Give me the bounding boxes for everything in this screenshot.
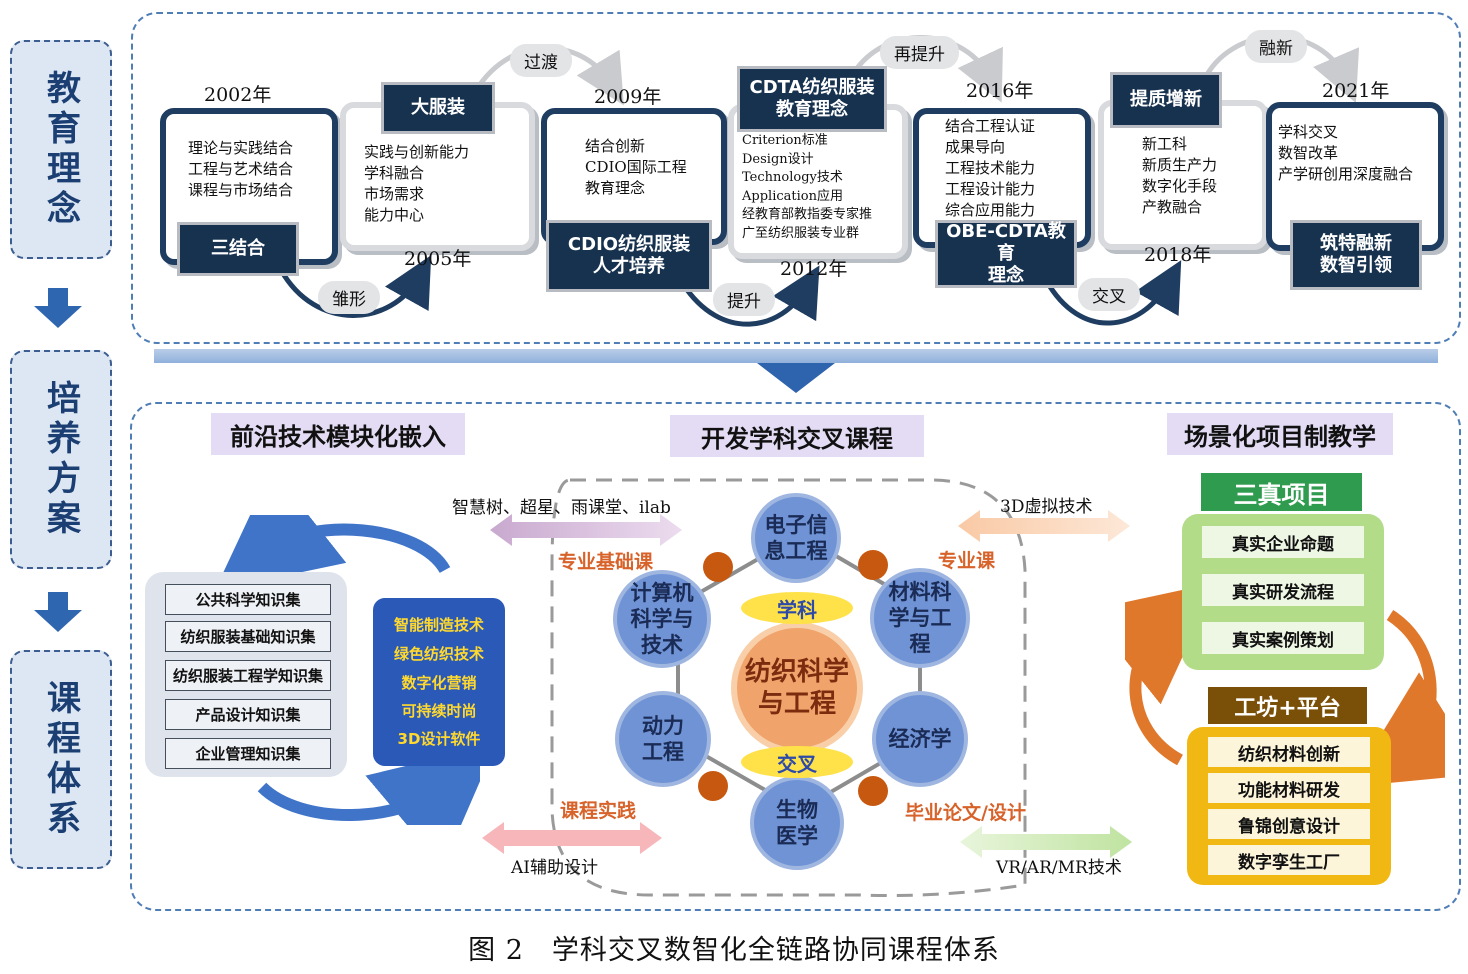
year-2018: 2018年 bbox=[1144, 244, 1212, 266]
project-item: 真实企业命题 bbox=[1202, 526, 1364, 558]
timeline-label-dafuzhuang: 大服装 bbox=[381, 82, 495, 134]
year-2021: 2021年 bbox=[1322, 80, 1390, 102]
connector-dot bbox=[858, 550, 888, 580]
course-type-thesis: 毕业论文/设计 bbox=[905, 802, 1026, 824]
arc-label-guodu: 过渡 bbox=[510, 44, 572, 77]
timeline-label-obe: OBE-CDTA教育理念 bbox=[935, 220, 1077, 288]
cross-course-frame bbox=[482, 478, 1132, 898]
tech-module-box: 智能制造技术 绿色纺织技术 数字化营销 可持续时尚 3D设计软件 bbox=[373, 598, 505, 766]
timeline-label-sanjiehe: 三结合 bbox=[177, 222, 299, 276]
tag-cross: 交叉 bbox=[741, 746, 853, 778]
timeline-label-tizhi: 提质增新 bbox=[1110, 72, 1222, 128]
workshop-title: 工坊+平台 bbox=[1208, 687, 1367, 724]
arc-label-jiaocha: 交叉 bbox=[1078, 278, 1140, 311]
arc-label-chuxing: 雏形 bbox=[318, 281, 380, 314]
discipline-computer: 计算机科学与技术 bbox=[613, 570, 711, 668]
knowledge-item: 产品设计知识集 bbox=[165, 699, 331, 730]
section-title-frontier: 前沿技术模块化嵌入 bbox=[211, 413, 465, 455]
tool-platforms: 智慧树、超星、雨课堂、ilab bbox=[452, 498, 671, 518]
project-item: 真实研发流程 bbox=[1202, 574, 1364, 606]
project-item: 真实案例策划 bbox=[1202, 622, 1364, 654]
project-cycle-arrows bbox=[1125, 590, 1445, 787]
workshop-item: 纺织材料创新 bbox=[1208, 737, 1370, 767]
connector-dot bbox=[703, 552, 733, 582]
workshop-item: 数字孪生工厂 bbox=[1208, 845, 1370, 875]
tech-module: 3D设计软件 bbox=[397, 730, 481, 748]
connector-dot bbox=[698, 771, 728, 801]
tool-ai-design: AI辅助设计 bbox=[511, 858, 598, 878]
tag-discipline: 学科 bbox=[741, 592, 853, 624]
workshop-box: 纺织材料创新 功能材料研发 鲁锦创意设计 数字孪生工厂 bbox=[1187, 727, 1391, 885]
year-2002: 2002年 bbox=[204, 84, 272, 106]
discipline-biomedicine: 生物医学 bbox=[750, 776, 844, 870]
tech-module: 绿色纺织技术 bbox=[393, 645, 484, 663]
cycle-arrows bbox=[214, 515, 480, 825]
arc-label-tisheng: 提升 bbox=[713, 283, 775, 316]
discipline-materials: 材料科学与工程 bbox=[870, 568, 970, 668]
figure-caption: 图 2 学科交叉数智化全链路协同课程体系 bbox=[468, 935, 1000, 966]
down-arrow-icon bbox=[34, 592, 82, 632]
tech-module: 数字化营销 bbox=[401, 674, 477, 692]
down-arrow-icon bbox=[34, 288, 82, 328]
label-education-concept: 教育理念 bbox=[10, 40, 112, 259]
label-training-plan: 培养方案 bbox=[10, 350, 112, 569]
year-2005: 2005年 bbox=[404, 248, 472, 270]
tech-module: 智能制造技术 bbox=[393, 616, 484, 634]
course-type-practice: 课程实践 bbox=[560, 800, 637, 822]
knowledge-item: 纺织服装工程学知识集 bbox=[165, 660, 331, 691]
project-title-sanzhen: 三真项目 bbox=[1201, 473, 1362, 511]
timeline-label-zhute: 筑特融新数智引领 bbox=[1290, 220, 1422, 290]
workshop-item: 鲁锦创意设计 bbox=[1208, 809, 1370, 839]
arc-label-rongxin: 融新 bbox=[1245, 30, 1307, 63]
year-2016: 2016年 bbox=[966, 80, 1034, 102]
tool-vr-ar-mr: VR/AR/MR技术 bbox=[996, 858, 1122, 878]
timeline-label-cdta: CDTA纺织服装教育理念 bbox=[737, 66, 887, 132]
discipline-economics: 经济学 bbox=[872, 691, 968, 787]
knowledge-set-list: 公共科学知识集 纺织服装基础知识集 纺织服装工程学知识集 产品设计知识集 企业管… bbox=[145, 572, 347, 777]
section-title-project: 场景化项目制教学 bbox=[1167, 413, 1393, 455]
discipline-electronic: 电子信息工程 bbox=[751, 493, 841, 583]
label-course-system: 课程体系 bbox=[10, 650, 112, 869]
year-2009: 2009年 bbox=[594, 86, 662, 108]
project-green-box: 真实企业命题 真实研发流程 真实案例策划 bbox=[1182, 514, 1384, 670]
arc-label-zaitisheng: 再提升 bbox=[880, 36, 959, 69]
core-discipline-circle: 纺织科学与工程 bbox=[731, 622, 863, 754]
section-arrow-icon bbox=[757, 363, 835, 393]
discipline-power: 动力工程 bbox=[615, 691, 711, 787]
section-title-cross-course: 开发学科交叉课程 bbox=[670, 415, 924, 457]
tool-3d-virtual: 3D虚拟技术 bbox=[1000, 497, 1093, 517]
knowledge-item: 纺织服装基础知识集 bbox=[165, 621, 331, 652]
timeline-label-cdio: CDIO纺织服装人才培养 bbox=[546, 220, 712, 292]
knowledge-item: 公共科学知识集 bbox=[165, 584, 331, 615]
course-type-basic: 专业基础课 bbox=[558, 551, 654, 573]
connector-dot bbox=[858, 776, 888, 806]
section-divider bbox=[154, 349, 1438, 363]
year-2012: 2012年 bbox=[780, 258, 848, 280]
workshop-item: 功能材料研发 bbox=[1208, 773, 1370, 803]
knowledge-item: 企业管理知识集 bbox=[165, 738, 331, 769]
tech-module: 可持续时尚 bbox=[401, 702, 477, 720]
course-type-major: 专业课 bbox=[938, 550, 996, 572]
